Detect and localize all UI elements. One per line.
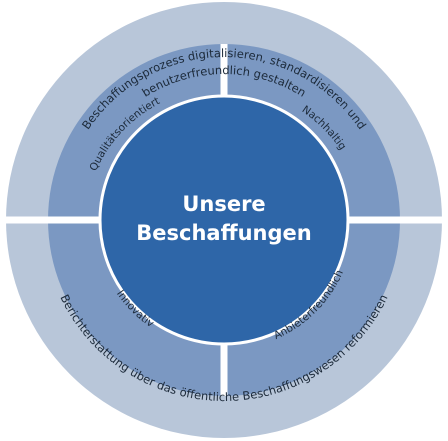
center-title-line2: Beschaffungen xyxy=(136,221,311,245)
center-title-line1: Unsere xyxy=(182,192,265,216)
center-circle xyxy=(98,94,350,346)
